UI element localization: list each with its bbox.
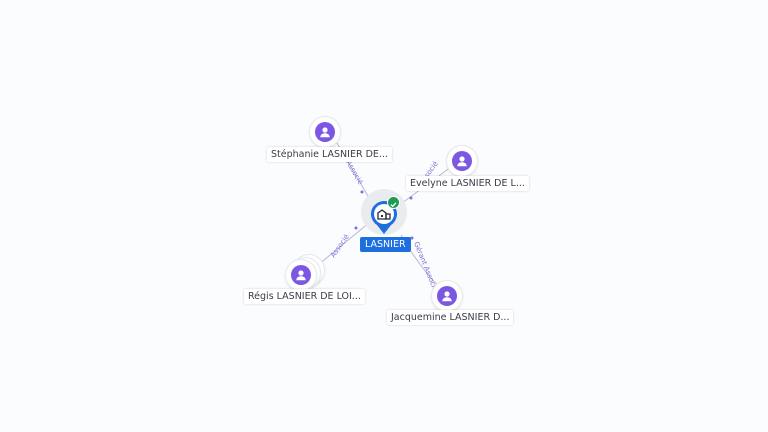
user-icon [452,151,472,171]
person-label-evelyne[interactable]: Evelyne LASNIER DE L... [406,176,529,191]
edge-label-stephanie: Associé [344,159,364,186]
edge-label-regis: Associé [329,233,351,259]
person-avatar [310,117,340,147]
edge-arrow-jacquemine [410,236,414,240]
edge-arrow-evelyne [409,196,413,200]
person-avatar [447,146,477,176]
user-icon [315,122,335,142]
company-node[interactable] [360,188,408,245]
check-icon [388,197,399,208]
edge-arrow-regis [354,226,358,230]
person-avatar [286,260,316,290]
user-icon [437,286,457,306]
edge-arrow-stephanie [360,190,364,194]
person-avatar [432,281,462,311]
person-label-stephanie[interactable]: Stéphanie LASNIER DE... [267,147,392,162]
building-icon [377,209,391,220]
company-label[interactable]: LASNIER [360,237,411,252]
person-label-jacquemine[interactable]: Jacquemine LASNIER D... [387,310,514,325]
person-label-regis[interactable]: Régis LASNIER DE LOI... [244,289,365,304]
user-icon [291,265,311,285]
